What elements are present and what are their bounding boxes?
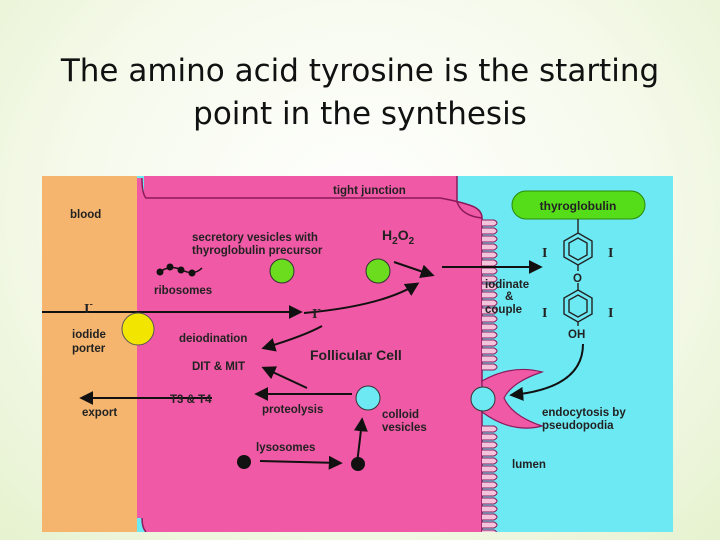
proteolysis-label: proteolysis bbox=[262, 404, 323, 416]
lysosome-2 bbox=[351, 457, 365, 471]
microvillus bbox=[482, 299, 498, 307]
microvillus bbox=[482, 339, 498, 347]
iodinate-label: iodinate bbox=[485, 279, 529, 291]
thyroid-hormone-diagram: thyroglobulin I I O I I OH bbox=[42, 176, 673, 532]
colloid-vesicles-label-2: vesicles bbox=[382, 422, 427, 434]
secretory-vesicles-label-1: secretory vesicles with bbox=[192, 232, 318, 244]
follicular-cell-label: Follicular Cell bbox=[310, 347, 402, 363]
iodide-porter-label-2: porter bbox=[72, 343, 106, 355]
ampersand-label: & bbox=[505, 291, 513, 303]
pseudopodia bbox=[481, 368, 545, 429]
export-label: export bbox=[82, 407, 117, 419]
microvillus bbox=[482, 513, 498, 521]
colloid-vesicles-label-1: colloid bbox=[382, 409, 419, 421]
microvillus bbox=[482, 497, 498, 505]
microvillus bbox=[482, 465, 498, 473]
iodide-blood-label: I- bbox=[84, 299, 93, 317]
hydroxyl-label: OH bbox=[568, 329, 585, 341]
microvillus bbox=[482, 219, 498, 227]
deiodination-label: deiodination bbox=[179, 333, 247, 345]
ribosomes-strand bbox=[156, 263, 203, 277]
microvillus bbox=[482, 457, 498, 465]
thyroglobulin-label: thyroglobulin bbox=[540, 199, 617, 213]
secretory-vesicle-1 bbox=[269, 258, 295, 284]
iodine-label-d: I bbox=[608, 306, 613, 321]
title-line-1: The amino acid tyrosine is the starting bbox=[60, 53, 660, 89]
secretory-vesicles-label-2: thyroglobulin precursor bbox=[192, 245, 323, 257]
microvillus bbox=[482, 505, 498, 513]
microvillus bbox=[482, 259, 498, 267]
couple-label: couple bbox=[485, 304, 522, 316]
ribosomes-label: ribosomes bbox=[154, 285, 212, 297]
microvillus bbox=[482, 291, 498, 299]
microvillus bbox=[482, 481, 498, 489]
microvillus bbox=[482, 331, 498, 339]
microvillus bbox=[482, 307, 498, 315]
microvillus bbox=[482, 235, 498, 243]
lumen-label: lumen bbox=[512, 459, 546, 471]
microvillus bbox=[482, 315, 498, 323]
microvillus bbox=[482, 227, 498, 235]
microvillus bbox=[482, 347, 498, 355]
lysosomes-label: lysosomes bbox=[256, 442, 315, 454]
iodide-porter-label-1: iodide bbox=[72, 329, 106, 341]
lysosome-1 bbox=[237, 455, 251, 469]
microvillus bbox=[482, 355, 498, 363]
microvillus bbox=[482, 251, 498, 259]
title-line-2: point in the synthesis bbox=[193, 96, 527, 132]
blood-label: blood bbox=[70, 209, 101, 221]
blood-region bbox=[42, 176, 137, 532]
microvillus bbox=[482, 243, 498, 251]
iodine-label-b: I bbox=[608, 246, 613, 261]
pathway-arrows bbox=[42, 260, 584, 470]
oxygen-label: O bbox=[573, 273, 582, 285]
microvillus bbox=[482, 529, 498, 532]
microvillus bbox=[482, 425, 498, 433]
t3-t4-label: T3 & T4 bbox=[170, 394, 212, 406]
dit-mit-label: DIT & MIT bbox=[192, 361, 245, 373]
iodine-label-c: I bbox=[542, 306, 547, 321]
microvillus bbox=[482, 283, 498, 291]
tight-junction-label: tight junction bbox=[333, 185, 406, 197]
tight-junction-line bbox=[456, 176, 483, 219]
colloid-vesicle bbox=[355, 385, 381, 411]
iodide-cell-label: I- bbox=[312, 304, 321, 322]
microvilli bbox=[482, 219, 498, 532]
endocytosis-label-1: endocytosis by bbox=[542, 407, 626, 419]
pseudopod-vesicle bbox=[470, 386, 496, 412]
microvillus bbox=[482, 323, 498, 331]
iodide-porter bbox=[121, 312, 155, 346]
endocytosis-label-2: pseudopodia bbox=[542, 420, 614, 432]
cell-membrane bbox=[141, 177, 483, 532]
slide-title: The amino acid tyrosine is the starting … bbox=[20, 50, 700, 136]
microvillus bbox=[482, 489, 498, 497]
microvillus bbox=[482, 521, 498, 529]
follicular-cell bbox=[137, 178, 482, 532]
thyronine-structure bbox=[563, 219, 593, 326]
microvillus bbox=[482, 275, 498, 283]
microvillus bbox=[482, 267, 498, 275]
microvillus bbox=[482, 473, 498, 481]
microvillus bbox=[482, 363, 498, 371]
iodine-label-a: I bbox=[542, 246, 547, 261]
h2o2-label: H2O2 bbox=[382, 227, 415, 247]
secretory-vesicle-2 bbox=[365, 258, 391, 284]
microvillus bbox=[482, 433, 498, 441]
microvillus bbox=[482, 441, 498, 449]
microvillus bbox=[482, 449, 498, 457]
